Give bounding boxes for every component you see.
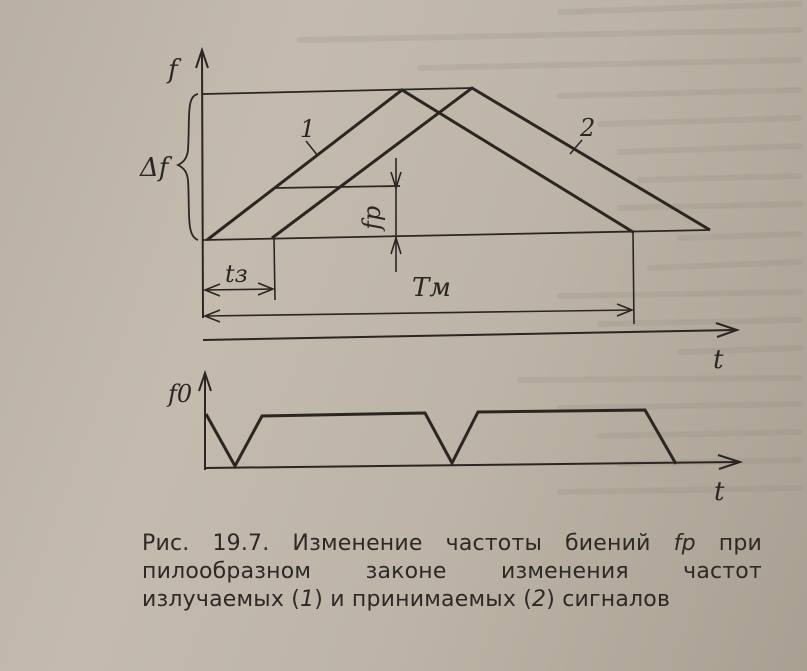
delta-f-brace <box>175 93 199 241</box>
beat-frequency-waveform <box>204 408 678 470</box>
f0-axis-label: f0 <box>166 380 192 408</box>
curve-1-label: 1 <box>300 115 315 143</box>
caption-part2: при пилообразном законе изменения частот… <box>142 531 762 612</box>
caption-part4: ) сигналов <box>546 587 671 612</box>
fr-arrow-down-icon <box>390 171 402 191</box>
t-axis-lower <box>204 461 739 469</box>
curve-2-leader <box>569 139 583 155</box>
tm-label: Тм <box>412 273 451 303</box>
caption-symbol: fр <box>673 531 696 556</box>
t-axis-label: t <box>713 345 724 375</box>
received-signal-curve <box>271 86 711 240</box>
fmax-reference-line <box>202 87 473 95</box>
tz-arrow-left-icon <box>202 283 221 297</box>
caption-n2: 2 <box>532 587 547 612</box>
t-axis <box>202 329 736 341</box>
tm-arrow-left-icon <box>202 309 221 323</box>
f0-axis-arrow-icon <box>198 369 212 392</box>
curve-1-leader <box>305 140 319 157</box>
tz-dimension-line <box>204 288 274 291</box>
caption-n1: 1 <box>300 587 315 612</box>
curve-2-label: 2 <box>579 114 595 142</box>
f-axis-arrow-icon <box>195 46 209 69</box>
tm-extension-line <box>632 231 635 325</box>
fr-arrow-up-icon <box>390 235 402 255</box>
tm-dimension-line <box>204 309 633 317</box>
f-axis-label: f <box>166 55 182 85</box>
fr-horizontal-line <box>273 185 401 189</box>
delta-f-label: Δf <box>139 153 173 183</box>
t-axis-arrow-icon <box>715 322 741 338</box>
tz-extension-line <box>273 237 276 301</box>
caption-part3: ) и принимаемых ( <box>314 587 533 612</box>
caption-prefix: Рис. 19.7. Изменение частоты биений <box>142 531 651 556</box>
tz-arrow-right-icon <box>257 282 276 296</box>
fmin-reference-line <box>202 229 711 241</box>
fr-label: fр <box>358 206 386 232</box>
t-axis-lower-label: t <box>714 477 725 507</box>
tm-arrow-right-icon <box>616 303 635 317</box>
emitted-signal-curve <box>206 88 634 242</box>
f-axis <box>201 51 204 319</box>
tz-label: tз <box>225 260 248 288</box>
figure-caption: Рис. 19.7. Изменение частоты биений fр п… <box>142 530 762 614</box>
t-axis-lower-arrow-icon <box>717 454 744 470</box>
